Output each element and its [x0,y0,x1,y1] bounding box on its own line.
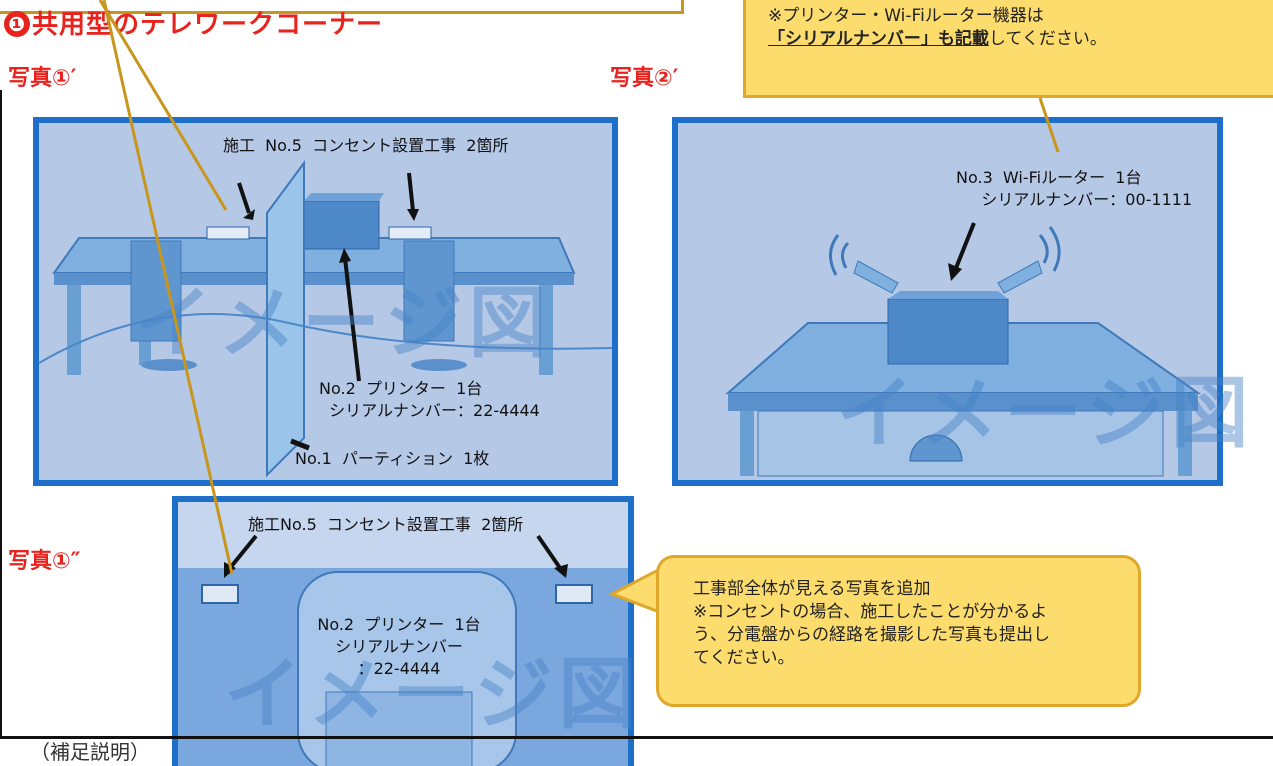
photo-2-watermark: イメージ図 [836,369,1255,459]
outlet-illustration [178,534,628,766]
router-illustration [725,222,1202,477]
photo-1-outlet-label: 施工 No.5 コンセント設置工事 2箇所 [223,136,509,155]
bottom-divider [0,736,1273,739]
photo-3-printer-label: No.2 プリンター 1台 シリアルナンバー ：22-4444 [317,615,481,678]
photo-label-3: 写真①″ [8,549,81,574]
photo-label-2: 写真②′ [610,66,679,91]
supplementary-note-label: （補足説明） [30,740,150,764]
photo-1-partition-label: No.1 パーティション 1枚 [295,449,490,468]
note-box-edge [0,0,684,14]
photo-label-1: 写真①′ [8,66,77,91]
note-line-1: ※プリンター・Wi-Fiルーター機器は [768,6,1044,26]
photo-3-frame: イメージ図 施工No.5 コンセント設置工事 2箇所 No.2 プリンター 1台… [172,496,636,766]
photo-1-watermark: イメージ図 [134,279,553,369]
photo-1-frame: イメージ図 施工 No.5 コンセント設置工事 2箇所 No.2 プリンター 1… [33,117,618,486]
photo-3-watermark: イメージ図 [224,650,643,740]
photo-1-printer-label: No.2 プリンター 1台 シリアルナンバー：22-4444 [319,379,540,420]
note-bold: 「シリアルナンバー」も記載 [768,29,989,49]
callout-note: 工事部全体が見える写真を追加 ※コンセントの場合、施工したことが分かるよ う、分… [656,555,1141,707]
serial-number-note: ※プリンター・Wi-Fiルーター機器は 「シリアルナンバー」も記載してください。 [743,0,1273,98]
heading-text: 共用型のテレワークコーナー [32,10,384,40]
number-badge: ❶ [4,11,30,37]
left-divider [0,90,2,736]
photo-3-outlet-label: 施工No.5 コンセント設置工事 2箇所 [248,515,524,534]
note-line-2: 「シリアルナンバー」も記載してください。 [768,28,1273,51]
note-rest: してください。 [988,29,1107,49]
photo-2-router-label: No.3 Wi-Fiルーター 1台 シリアルナンバー：00-1111 [956,168,1193,209]
photo-2-frame: イメージ図 No.3 Wi-Fiルーター 1台 シリアルナンバー：00-1111 [672,117,1248,486]
